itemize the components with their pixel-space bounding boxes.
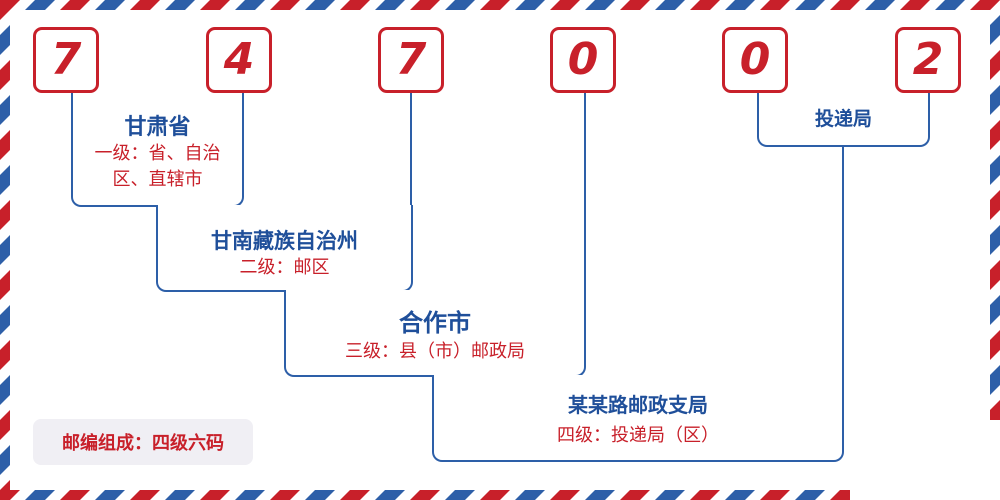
postal-digit-5: 0 xyxy=(722,27,788,93)
delivery-office-label: 投递局 xyxy=(814,108,872,130)
level-3-box: 合作市 三级：县（市）邮政局 xyxy=(284,290,586,377)
connector-line-4 xyxy=(584,93,586,311)
postal-digit-4: 0 xyxy=(550,27,616,93)
level-2-place: 甘南藏族自治州 xyxy=(211,228,358,253)
level-4-box: 某某路邮政支局 四级：投递局（区） xyxy=(432,375,844,462)
postal-digit-1: 7 xyxy=(33,27,99,93)
level-4-place: 某某路邮政支局 xyxy=(568,393,708,417)
level-1-description: 一级：省、自治区、直辖市 xyxy=(94,143,221,190)
postal-digit-3: 7 xyxy=(378,27,444,93)
top-border-stripes xyxy=(0,0,1000,10)
delivery-connector-line xyxy=(842,147,844,377)
level-4-description: 四级：投递局（区） xyxy=(557,425,719,446)
level-2-box: 甘南藏族自治州 二级：邮区 xyxy=(156,205,413,292)
connector-line-3 xyxy=(410,93,412,223)
left-border-stripes xyxy=(0,0,10,500)
postal-code-structure-caption: 邮编组成：四级六码 xyxy=(33,419,253,465)
postal-digit-2: 4 xyxy=(206,27,272,93)
right-border-stripes xyxy=(990,0,1000,420)
level-1-place: 甘肃省 xyxy=(124,114,191,140)
bottom-border-stripes xyxy=(0,490,1000,500)
level-2-description: 二级：邮区 xyxy=(239,257,330,278)
postal-digit-6: 2 xyxy=(895,27,961,93)
level-3-description: 三级：县（市）邮政局 xyxy=(345,341,525,362)
delivery-office-box: 投递局 xyxy=(757,93,930,147)
level-1-box: 甘肃省 一级：省、自治区、直辖市 xyxy=(71,93,244,207)
level-3-place: 合作市 xyxy=(399,308,471,337)
